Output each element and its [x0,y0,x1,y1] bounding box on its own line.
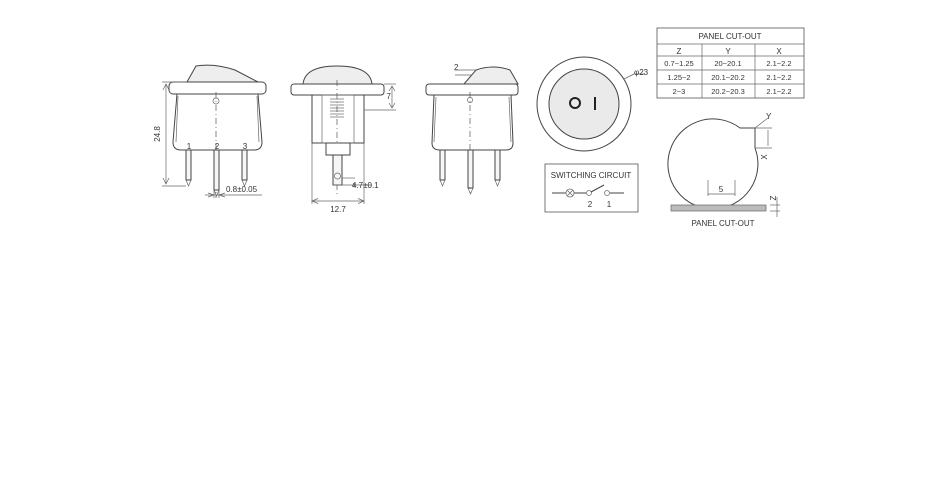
pin-3-label: 3 [243,142,248,151]
panel-table-header-z: Z [677,47,682,56]
panel-table-header-y: Y [725,47,731,56]
front-view: 24.8 1 2 3 0.8±0.05 [153,64,267,198]
pin-1-label: 1 [187,142,192,151]
pin-spacing-label: 4.7±0.1 [352,181,379,190]
cutout-y-label: Y [766,112,772,121]
panel-table-cell: 20.1~20.2 [711,73,745,82]
diameter-label: φ23 [634,68,649,77]
side-view: 7 4.7±0.1 12.7 [290,65,396,214]
pin-2-label: 2 [215,142,220,151]
switching-circuit: SWITCHING CIRCUIT 2 1 [544,163,639,213]
pin-thickness-label: 0.8±0.05 [226,185,258,194]
cutout-x-label: X [760,154,769,160]
panel-table-cell: 1.25~2 [667,73,690,82]
panel-table-header-x: X [776,47,782,56]
panel-table-cell: 0.7~1.25 [664,59,693,68]
panel-table-cell: 20.2~20.3 [711,87,745,96]
depth-label: 7 [387,92,392,101]
panel-table-cell: 2.1~2.2 [766,87,791,96]
body-width-label: 12.7 [330,205,346,214]
panel-cutout-drawing: Y X 5 Z PANEL CUT-OUT [667,112,780,228]
panel-table-cell: 2.1~2.2 [766,59,791,68]
tilt-label: 2 [454,63,459,72]
height-label: 24.8 [153,126,162,142]
cutout-z-label: Z [769,195,778,200]
panel-table-cell: 2~3 [673,87,686,96]
rear-view: 2 [425,63,519,195]
circuit-pin2-label: 2 [588,200,593,209]
panel-table-title: PANEL CUT-OUT [698,32,761,41]
panel-cutout-bottom-label: PANEL CUT-OUT [691,219,754,228]
switching-circuit-title: SWITCHING CIRCUIT [551,171,632,180]
panel-table-cell: 20~20.1 [714,59,741,68]
panel-cutout-table: PANEL CUT-OUT Z Y X 0.7~1.25 20~20.1 2.1… [656,27,805,99]
cutout-5-label: 5 [719,185,724,194]
panel-table-cell: 2.1~2.2 [766,73,791,82]
circuit-pin1-label: 1 [607,200,612,209]
top-view: φ23 [536,56,649,152]
